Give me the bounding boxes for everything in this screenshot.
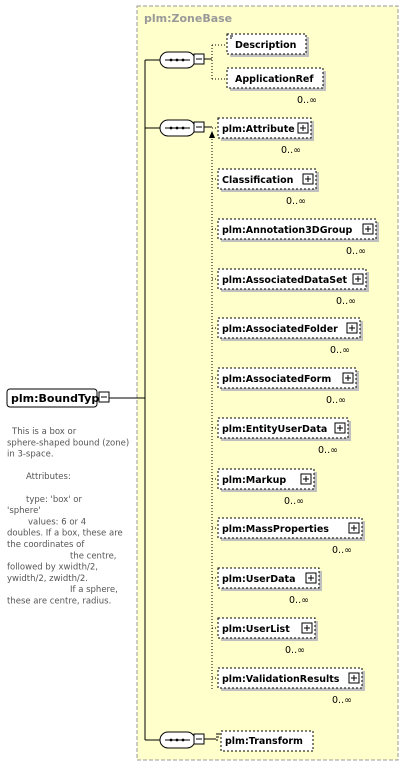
root-label: plm:BoundType (11, 392, 107, 405)
element-classification[interactable]: Classification 0..∞ (212, 168, 319, 207)
branch-lines (204, 44, 226, 740)
annotation-line: Attributes: (26, 472, 71, 482)
annotation-line: the centre, (70, 551, 117, 561)
occurrence-label: 0..∞ (326, 395, 346, 406)
annotation-line: in 3-space. (7, 450, 54, 460)
annotation-line: followed by xwidth/2, (7, 563, 98, 573)
annotation-line: these are centre, radius. (7, 597, 111, 607)
sequence-compositor-2[interactable] (159, 119, 205, 137)
annotation-line: ywidth/2, zwidth/2. (7, 574, 88, 584)
element-label: plm:ValidationResults (222, 674, 340, 685)
sequence2-elements: plm:Attribute0..∞Classification0..∞plm:A… (212, 117, 379, 706)
occurrence-label: 0..∞ (336, 296, 356, 307)
occurrence-label: 0..∞ (284, 496, 304, 507)
element-plm-associatedfolder[interactable]: plm:AssociatedFolder 0..∞ (212, 317, 363, 356)
element-plm-userdata[interactable]: plm:UserData 0..∞ (212, 567, 322, 606)
element-label: plm:UserData (222, 574, 296, 585)
element-description[interactable]: Description (226, 33, 309, 57)
occurrence-label: 0..∞ (289, 595, 309, 606)
annotation-line: sphere-shaped bound (zone) (7, 438, 129, 448)
element-plm-annotation3dgroup[interactable]: plm:Annotation3DGroup 0..∞ (212, 218, 379, 257)
element-plm-attribute[interactable]: plm:Attribute 0..∞ (212, 117, 314, 156)
element-label: plm:Attribute (222, 124, 295, 135)
element-label: plm:MassProperties (222, 524, 329, 535)
element-plm-userlist[interactable]: plm:UserList 0..∞ (212, 617, 318, 656)
element-plm-entityuserdata[interactable]: plm:EntityUserData 0..∞ (212, 417, 351, 456)
element-plm-associateddataset[interactable]: plm:AssociatedDataSet 0..∞ (212, 268, 369, 307)
occurrence-label: 0..∞ (332, 545, 352, 556)
element-label: plm:Markup (222, 475, 286, 486)
element-label: ApplicationRef (235, 74, 314, 85)
root-element-boundtype[interactable]: plm:BoundType (6, 388, 110, 408)
transform-label: plm:Transform (225, 736, 303, 747)
occurrence-label: 0..∞ (318, 445, 338, 456)
annotation-line: the coordinates of (7, 540, 85, 550)
occurrence-label: 0..∞ (332, 695, 352, 706)
element-plm-markup[interactable]: plm:Markup 0..∞ (212, 468, 317, 507)
occurrence-label: 0..∞ (330, 345, 350, 356)
element-label: Description (235, 40, 297, 51)
sequence-compositor-3[interactable] (159, 731, 205, 749)
element-label: plm:AssociatedDataSet (222, 275, 348, 286)
element-label: plm:AssociatedFolder (222, 324, 338, 335)
element-plm-validationresults[interactable]: plm:ValidationResults 0..∞ (212, 667, 365, 706)
element-applicationref[interactable]: ApplicationRef 0..∞ (226, 67, 326, 106)
element-label: plm:AssociatedForm (222, 374, 331, 385)
element-transform[interactable]: plm:Transform (216, 730, 314, 752)
annotation-line: doubles. If a box, these are (7, 529, 123, 539)
annotation-line: type: 'box' or (26, 495, 82, 505)
annotation-line: 'sphere' (7, 506, 41, 516)
annotation-line: values: 6 or 4 (28, 517, 86, 527)
group-title: plm:ZoneBase (144, 12, 232, 25)
occurrence-label: 0..∞ (346, 246, 366, 257)
element-label: plm:EntityUserData (222, 424, 327, 435)
sequence-compositor-1[interactable] (159, 51, 205, 69)
annotation-line: If a sphere, (70, 585, 118, 595)
occurrence-label: 0..∞ (281, 145, 301, 156)
occurrence-label: 0..∞ (297, 95, 317, 106)
occurrence-label: 0..∞ (286, 196, 306, 207)
occurrence-label: 0..∞ (285, 645, 305, 656)
element-label: Classification (222, 175, 294, 186)
annotation-line: This is a box or (11, 427, 77, 437)
element-label: plm:Annotation3DGroup (222, 225, 352, 236)
element-plm-associatedform[interactable]: plm:AssociatedForm 0..∞ (212, 367, 359, 406)
element-label: plm:UserList (222, 624, 290, 635)
